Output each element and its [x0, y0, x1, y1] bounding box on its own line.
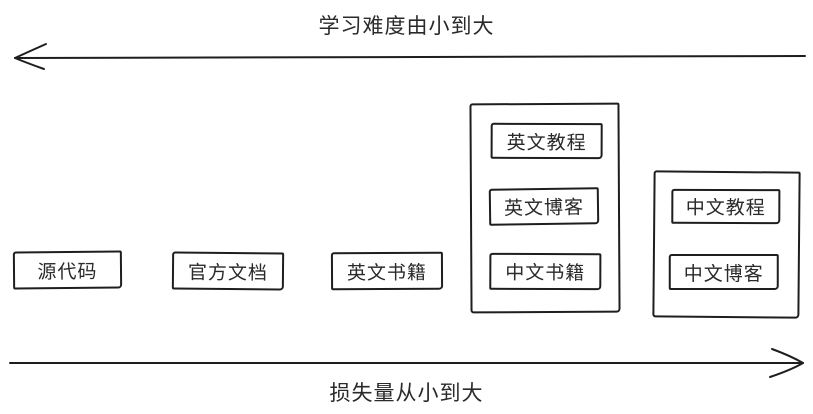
box-english-tutorials-label: 英文教程 — [506, 132, 587, 154]
arrow-shaft — [9, 361, 804, 364]
box-chinese-books: 中文书籍 — [489, 252, 602, 291]
box-english-blogs: 英文博客 — [488, 187, 600, 226]
arrow-shaft — [14, 55, 806, 59]
box-chinese-tutorials-label: 中文教程 — [685, 197, 766, 220]
arrow-barb-lower — [769, 362, 804, 378]
box-english-tutorials: 英文教程 — [490, 122, 603, 160]
box-english-books: 英文书籍 — [330, 251, 444, 291]
arrow-barb-upper — [14, 43, 47, 59]
arrow-barb-upper — [771, 348, 804, 364]
box-english-blogs-label: 英文博客 — [503, 197, 585, 220]
group-chinese: 中文教程 中文博客 — [652, 170, 801, 319]
box-chinese-blogs-label: 中文博客 — [683, 263, 764, 285]
box-source-code: 源代码 — [12, 250, 123, 290]
box-source-code-label: 源代码 — [37, 261, 98, 283]
box-chinese-tutorials: 中文教程 — [671, 188, 781, 225]
box-chinese-blogs: 中文博客 — [668, 253, 779, 290]
difficulty-arrow-left-icon — [14, 43, 806, 70]
box-official-docs: 官方文档 — [171, 251, 285, 291]
box-official-docs-label: 官方文档 — [187, 262, 269, 284]
loss-axis-label: 损失量从小到大 — [329, 382, 484, 405]
loss-arrow-right-icon — [9, 348, 804, 378]
group-english-chinese-mix: 英文教程 英文博客 中文书籍 — [469, 102, 621, 314]
arrow-barb-lower — [14, 57, 45, 70]
box-chinese-books-label: 中文书籍 — [505, 262, 586, 285]
difficulty-axis-label: 学习难度由小到大 — [318, 15, 495, 38]
box-english-books-label: 英文书籍 — [346, 262, 428, 284]
